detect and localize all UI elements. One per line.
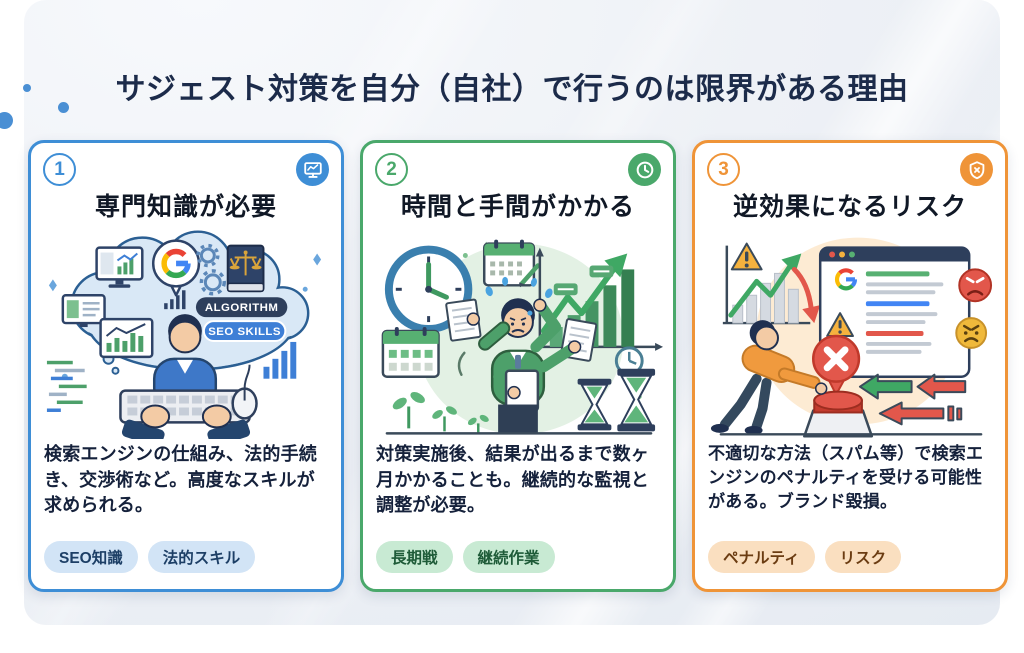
tag-badge: リスク [824, 541, 902, 573]
tag-badge: ペナルティ [708, 541, 815, 573]
stressed-person-graphic [445, 276, 598, 435]
illustration-seo-knowledge: ALGORITHM SEO SKILLS [37, 227, 335, 439]
card-backfire-risk: 3 逆効果になるリスク [692, 140, 1008, 592]
seo-skills-label-pill: SEO SKILLS [202, 320, 287, 342]
svg-text:SEO SKILLS: SEO SKILLS [208, 326, 281, 338]
hourglass-graphic [577, 368, 656, 432]
card-description: 対策実施後、結果が出るまで数ヶ月かかることも。継続的な監視と調整が必要。 [376, 444, 649, 516]
reverse-arrows-graphic [858, 373, 967, 426]
page-title: サジェスト対策を自分（自社）で行うのは限界がある理由 [115, 73, 909, 106]
card-description: 不適切な方法（スパム等）で検索エンジンのペナルティを受ける可能性がある。ブランド… [708, 444, 984, 512]
person-typing-graphic [119, 314, 251, 439]
card-expert-knowledge: 1 専門知識が必要 [28, 140, 344, 592]
plants-graphic [392, 392, 489, 434]
tag-badge: 長期戦 [376, 541, 453, 573]
monitor-chart-icon [296, 153, 329, 186]
illustration-backfire-risk [701, 227, 999, 439]
tag-badge: SEO知識 [44, 541, 138, 573]
bar-chart-graphic [263, 341, 297, 379]
chart-window-graphic [99, 317, 154, 359]
person-pressing-graphic [710, 320, 828, 435]
tag-row: SEO知識 法的スキル [44, 541, 256, 573]
tag-badge: 法的スキル [147, 541, 256, 573]
decorative-dot [0, 112, 13, 129]
calendar-graphic [381, 327, 440, 378]
gears-graphic [196, 243, 226, 296]
algorithm-label-pill: ALGORITHM [195, 297, 288, 318]
code-lines-graphic [46, 360, 87, 412]
angry-face-yellow [955, 317, 988, 349]
crash-chart-graphic [722, 242, 821, 325]
card-title: 逆効果になるリスク [732, 193, 967, 221]
svg-text:ALGORITHM: ALGORITHM [205, 302, 279, 314]
card-title: 専門知識が必要 [94, 193, 277, 221]
browser-window-graphic [818, 246, 971, 378]
illustration-time-effort [369, 227, 667, 439]
decorative-dot [23, 84, 31, 92]
card-number-badge: 2 [375, 153, 408, 186]
tag-row: ペナルティ リスク [708, 541, 902, 573]
card-description: 検索エンジンの仕組み、法的手続き、交渉術など。高度なスキルが求められる。 [44, 444, 317, 516]
tag-badge: 継続作業 [462, 541, 555, 573]
card-number-badge: 1 [43, 153, 76, 186]
card-title: 時間と手間がかかる [400, 193, 635, 221]
angry-face-red [958, 268, 993, 303]
calendar-pencil-graphic [482, 239, 541, 288]
law-book-graphic [226, 244, 265, 293]
card-number-badge: 3 [707, 153, 740, 186]
monitor-chart-graphic [95, 246, 144, 288]
card-time-effort: 2 時間と手間がかかる [360, 140, 676, 592]
tag-row: 長期戦 継続作業 [376, 541, 555, 573]
cards-row: 1 専門知識が必要 [28, 140, 1008, 592]
signal-bars [164, 290, 186, 310]
mouse-graphic [231, 364, 258, 420]
clock-icon [628, 153, 661, 186]
x-mark-bubble [812, 334, 861, 396]
monitor-text-graphic [61, 294, 106, 328]
decorative-dot [58, 102, 69, 113]
red-button-graphic [803, 390, 874, 438]
google-logo-bubble [151, 239, 201, 297]
shield-x-icon [960, 153, 993, 186]
